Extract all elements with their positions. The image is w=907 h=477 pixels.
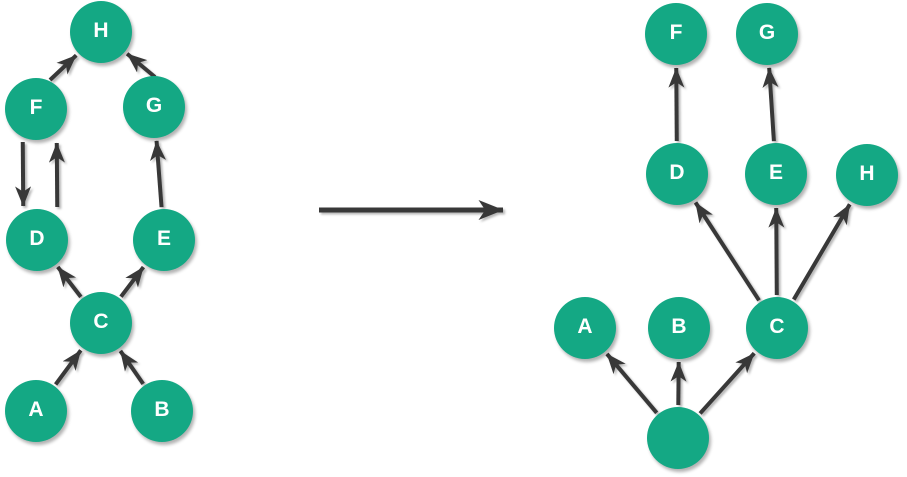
left-node-e: E: [133, 209, 195, 271]
left-edge-c-e: [119, 265, 146, 298]
left-edge-c-d: [56, 265, 83, 299]
right-node-c: C: [746, 297, 808, 359]
node-label: A: [28, 398, 44, 421]
node-label: C: [93, 310, 109, 333]
node-label: D: [29, 227, 45, 250]
right-edge-d-f: [668, 67, 685, 142]
right-edge-root-a: [605, 352, 659, 415]
node-label: E: [768, 161, 783, 184]
right-edge-e-g: [762, 67, 779, 142]
left-node-a: A: [5, 380, 67, 442]
left-node-d: D: [6, 209, 68, 271]
node-label: H: [93, 19, 109, 42]
node-label: B: [154, 398, 170, 421]
node-label: E: [156, 227, 171, 250]
node-label: G: [145, 94, 163, 117]
right-node-d: D: [646, 143, 708, 205]
right-edge-c-e: [768, 207, 785, 296]
left-node-c: C: [70, 292, 132, 354]
right-node-g: G: [736, 3, 798, 65]
right-node-h: H: [836, 144, 898, 206]
right-node-a: A: [554, 297, 616, 359]
node-label: H: [859, 162, 875, 185]
right-edge-c-h: [792, 203, 852, 301]
left-node-b: B: [131, 380, 193, 442]
node-label: F: [669, 21, 683, 44]
right-node-root: [647, 407, 709, 469]
node-label: F: [29, 96, 43, 119]
node-label: B: [671, 315, 687, 338]
left-edge-b-c: [118, 349, 145, 386]
node-label: G: [758, 21, 776, 44]
left-node-g: G: [123, 76, 185, 138]
node-label: D: [669, 161, 685, 184]
node-label: A: [577, 315, 593, 338]
node-label: C: [769, 315, 785, 338]
left-edge-f-h: [48, 53, 78, 82]
left-edge-g-h: [125, 52, 157, 79]
right-edge-root-c: [698, 351, 756, 415]
left-node-h: H: [70, 1, 132, 63]
left-node-f: F: [5, 78, 67, 140]
right-node-e: E: [745, 143, 807, 205]
left-edge-e-g: [150, 140, 166, 208]
right-node-b: B: [648, 297, 710, 359]
right-node-f: F: [645, 3, 707, 65]
right-edge-c-d: [693, 201, 761, 302]
left-edge-a-c: [53, 349, 83, 386]
